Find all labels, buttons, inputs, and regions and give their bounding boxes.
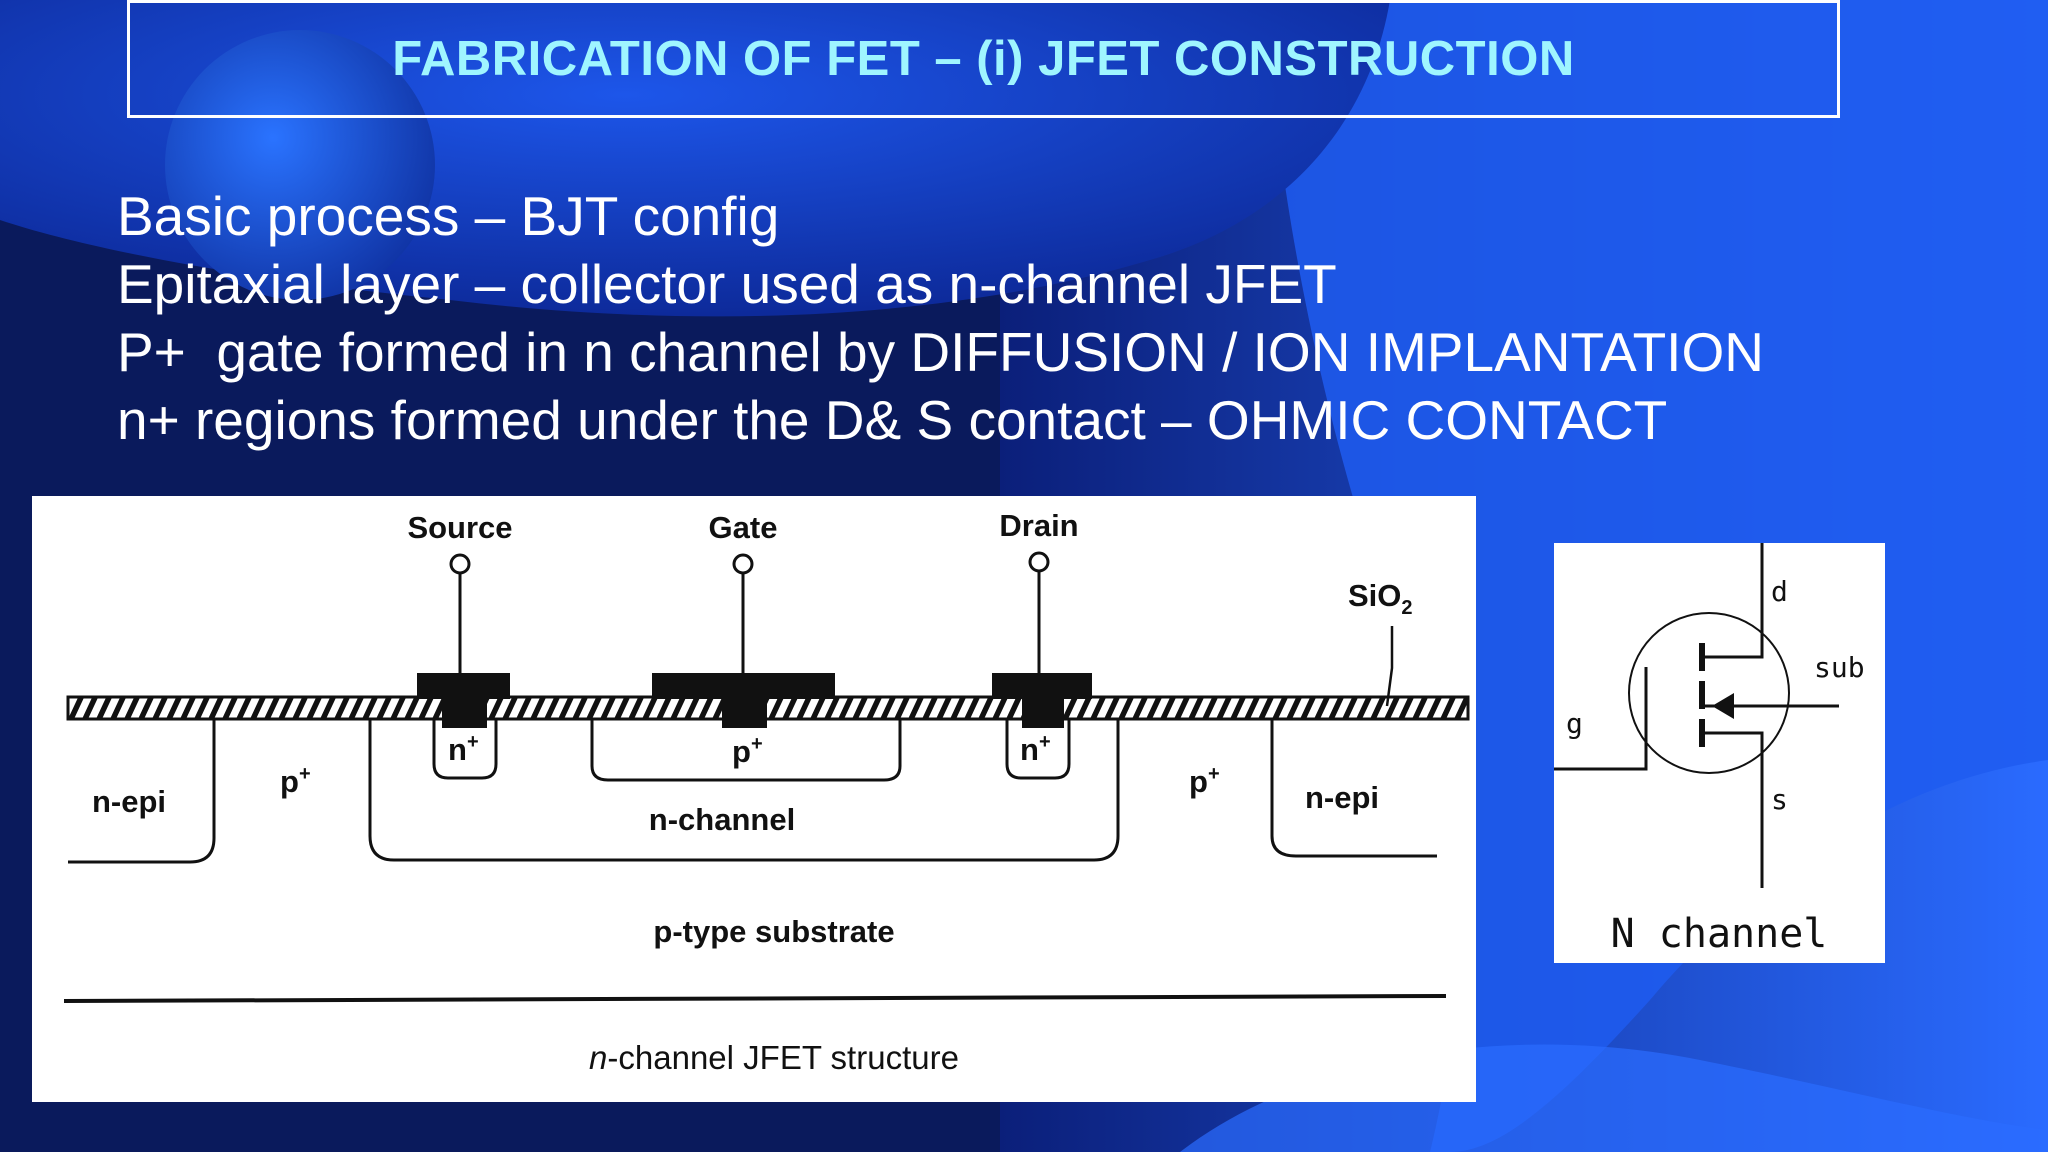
- symbol-d-label: d: [1771, 575, 1788, 608]
- n-plus-drain-label: n+: [1020, 731, 1051, 767]
- n-plus-source-label: n+: [448, 731, 479, 767]
- symbol-sub-label: sub: [1814, 651, 1865, 684]
- symbol-channel-mid: [1699, 681, 1705, 709]
- bullet-list: Basic process – BJT config Epitaxial lay…: [117, 182, 1764, 454]
- symbol-g-label: g: [1566, 707, 1583, 740]
- bullet-item: n+ regions formed under the D& S contact…: [117, 389, 1668, 451]
- jfet-caption: n-channel JFET structure: [589, 1039, 959, 1076]
- source-label: Source: [407, 510, 512, 545]
- gate-label: Gate: [709, 510, 778, 545]
- sio2-leader-line: [1385, 626, 1394, 707]
- n-plus-drain-region: [1005, 719, 1071, 780]
- gate-terminal-icon: [732, 553, 754, 575]
- n-epi-left-label: n-epi: [92, 784, 166, 819]
- symbol-gate-lead: [1554, 667, 1648, 771]
- drain-contact-via: [1022, 696, 1064, 728]
- p-plus-right-label: p+: [1189, 763, 1220, 799]
- jfet-structure-panel: Source Gate Drain SiO2 n-epi p+ n+ p+ n+…: [32, 496, 1476, 1102]
- title-box: FABRICATION OF FET – (i) JFET CONSTRUCTI…: [127, 0, 1840, 118]
- jfet-structure-diagram: Source Gate Drain SiO2 n-epi p+ n+ p+ n+…: [63, 508, 1470, 1076]
- gate-contact-via: [722, 696, 767, 728]
- bullet-item: P+ gate formed in n channel by DIFFUSION…: [117, 321, 1764, 383]
- source-contact-via: [442, 696, 487, 728]
- p-plus-gate-region: [590, 719, 902, 782]
- n-channel-boundary: [368, 719, 1120, 862]
- right-isolation-boundary: [1270, 719, 1437, 858]
- drain-terminal-icon: [1028, 551, 1050, 573]
- bullet-item: Epitaxial layer – collector used as n-ch…: [117, 253, 1337, 315]
- n-channel-symbol-diagram: d sub g s N channel: [1554, 543, 1865, 957]
- symbol-drain-lead: [1704, 543, 1764, 659]
- substrate-label: p-type substrate: [653, 914, 894, 949]
- n-channel-label: n-channel: [649, 802, 795, 837]
- n-plus-source-region: [432, 719, 498, 780]
- n-epi-right-label: n-epi: [1305, 780, 1379, 815]
- symbol-circle: [1628, 612, 1790, 774]
- source-terminal-icon: [449, 553, 471, 575]
- left-isolation-boundary: [68, 719, 216, 864]
- slide-title: FABRICATION OF FET – (i) JFET CONSTRUCTI…: [392, 32, 1575, 86]
- p-plus-gate-label: p+: [732, 733, 763, 769]
- sio2-label: SiO2: [1348, 578, 1413, 619]
- drain-contact: [992, 673, 1092, 699]
- drain-label: Drain: [999, 508, 1078, 543]
- p-plus-left-label: p+: [280, 763, 311, 799]
- gate-contact: [652, 673, 835, 699]
- symbol-arrow-icon: [1712, 693, 1734, 719]
- sio2-oxide-layer: [66, 695, 1470, 721]
- source-contact: [417, 673, 510, 699]
- symbol-s-label: s: [1771, 783, 1788, 816]
- symbol-panel: d sub g s N channel: [1554, 543, 1885, 963]
- symbol-caption: N channel: [1611, 911, 1828, 957]
- symbol-source-lead: [1704, 731, 1764, 888]
- symbol-channel-top: [1699, 643, 1705, 671]
- substrate-bottom-line: [63, 994, 1447, 1003]
- bullet-item: Basic process – BJT config: [117, 185, 780, 247]
- symbol-channel-bottom: [1699, 719, 1705, 747]
